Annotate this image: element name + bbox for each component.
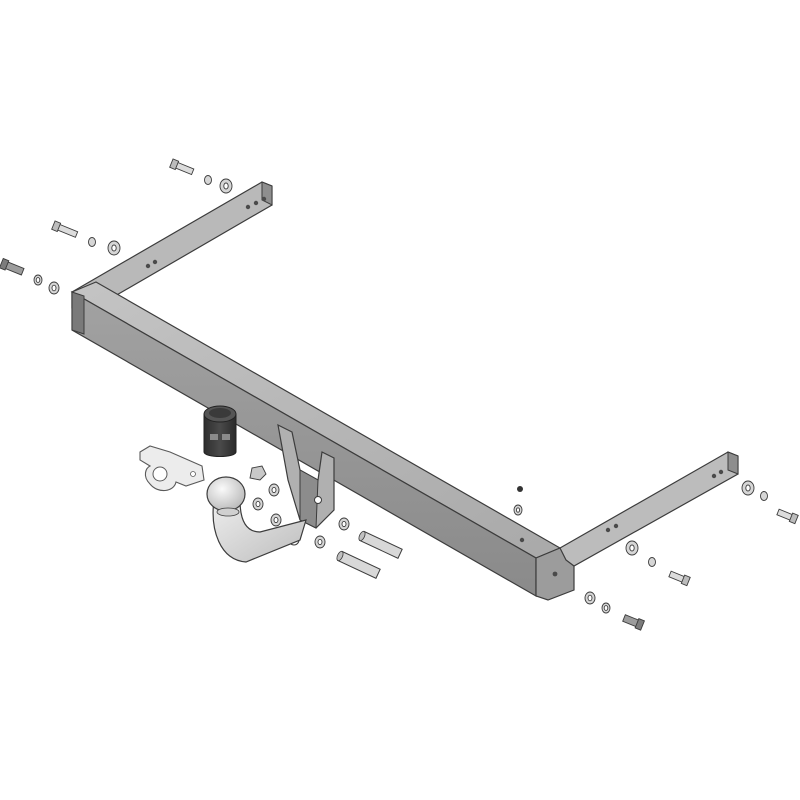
washers — [33, 175, 768, 614]
bolts — [0, 158, 799, 631]
socket-mounting-plate — [139, 445, 205, 492]
electrical-socket — [203, 405, 237, 457]
tow-ball-neck — [206, 476, 307, 563]
tow-ball-icon — [206, 476, 246, 512]
main-crossbar — [70, 281, 575, 601]
nut — [249, 465, 267, 481]
ball-mount-plate — [277, 423, 335, 546]
right-bracket-holes — [605, 469, 724, 533]
left-bracket-holes — [145, 196, 267, 269]
pins — [336, 530, 403, 579]
right-side-bracket — [559, 451, 739, 567]
